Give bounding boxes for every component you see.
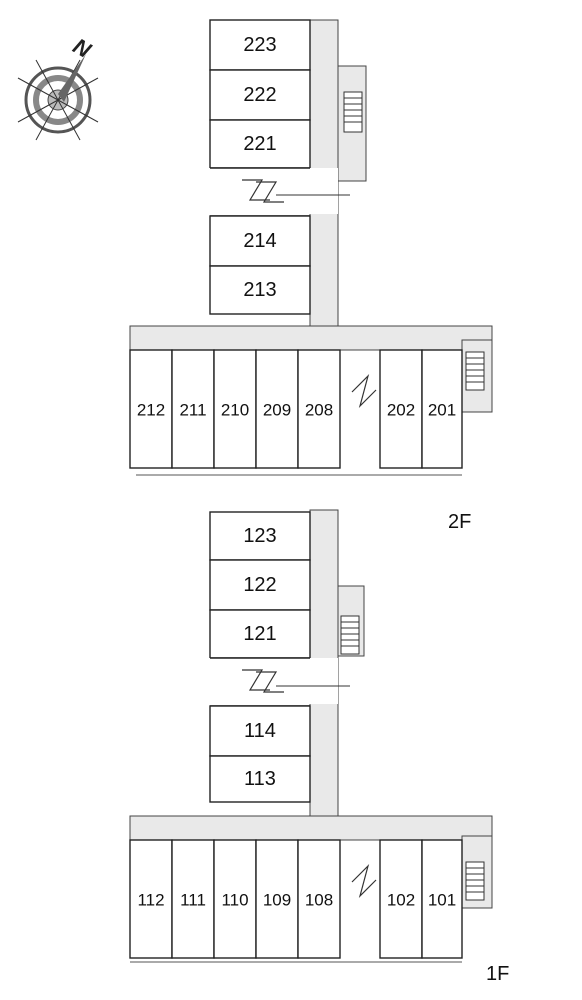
unit-109: 109 — [255, 839, 299, 959]
unit-210: 210 — [213, 349, 257, 469]
unit-101: 101 — [421, 839, 463, 959]
svg-text:223: 223 — [243, 34, 276, 56]
floor-1f: 123 122 121 114 113 112 — [129, 509, 509, 985]
unit-122: 122 — [209, 559, 311, 611]
svg-text:221: 221 — [243, 133, 276, 155]
svg-text:111: 111 — [180, 891, 206, 910]
svg-text:222: 222 — [243, 84, 276, 106]
break-symbol — [200, 167, 350, 217]
svg-text:201: 201 — [428, 401, 456, 420]
break-symbol — [351, 863, 377, 899]
unit-214: 214 — [209, 215, 311, 267]
unit-111: 111 — [171, 839, 215, 959]
svg-text:101: 101 — [428, 891, 456, 910]
unit-108: 108 — [297, 839, 341, 959]
svg-text:208: 208 — [305, 401, 333, 420]
svg-text:210: 210 — [221, 401, 249, 420]
unit-209: 209 — [255, 349, 299, 469]
svg-text:121: 121 — [243, 623, 276, 645]
unit-113: 113 — [209, 755, 311, 803]
svg-text:109: 109 — [263, 891, 291, 910]
unit-222: 222 — [209, 69, 311, 121]
unit-208: 208 — [297, 349, 341, 469]
unit-202: 202 — [379, 349, 423, 469]
stairs-icon — [465, 351, 485, 391]
break-symbol — [351, 373, 377, 409]
unit-121: 121 — [209, 609, 311, 659]
unit-223: 223 — [209, 19, 311, 71]
unit-211: 211 — [171, 349, 215, 469]
unit-212: 212 — [129, 349, 173, 469]
svg-text:102: 102 — [387, 891, 415, 910]
compass-north-label: N — [69, 33, 96, 63]
svg-text:110: 110 — [221, 891, 248, 910]
svg-text:214: 214 — [243, 230, 276, 252]
stairs-icon — [343, 91, 363, 133]
svg-text:209: 209 — [263, 401, 291, 420]
unit-110: 110 — [213, 839, 257, 959]
svg-text:112: 112 — [137, 891, 164, 910]
stairs-icon — [340, 615, 360, 655]
compass-icon: N — [17, 33, 99, 141]
svg-text:113: 113 — [244, 768, 276, 790]
svg-text:108: 108 — [305, 891, 333, 910]
svg-text:211: 211 — [179, 401, 206, 420]
unit-102: 102 — [379, 839, 423, 959]
svg-text:202: 202 — [387, 401, 415, 420]
floor-2f: 223 222 221 214 213 — [129, 19, 493, 533]
unit-123: 123 — [209, 511, 311, 561]
break-symbol — [200, 657, 350, 707]
unit-201: 201 — [421, 349, 463, 469]
unit-112: 112 — [129, 839, 173, 959]
unit-213: 213 — [209, 265, 311, 315]
svg-text:122: 122 — [243, 574, 276, 596]
svg-text:114: 114 — [244, 720, 276, 742]
unit-114: 114 — [209, 705, 311, 757]
floor-label-1f: 1F — [486, 963, 509, 985]
svg-text:213: 213 — [243, 279, 276, 301]
svg-text:123: 123 — [243, 525, 276, 547]
svg-text:212: 212 — [137, 401, 165, 420]
stairs-icon — [465, 861, 485, 901]
floor-label-2f: 2F — [448, 511, 471, 533]
unit-221: 221 — [209, 119, 311, 169]
